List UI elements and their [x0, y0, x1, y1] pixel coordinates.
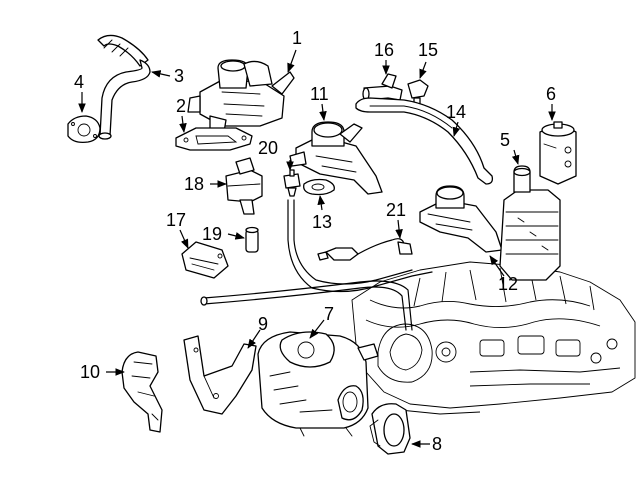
part-6-sensor-unit: [539, 121, 577, 185]
part-10-heat-shield: [121, 351, 163, 433]
part-15-check-valve: [407, 79, 429, 105]
part-14-air-pipe: [355, 97, 494, 185]
callout-14: 14: [446, 102, 466, 122]
callout-19: 19: [202, 224, 222, 244]
part-8-adapter: [369, 403, 411, 455]
callout-7: 7: [324, 304, 334, 324]
callout-20: 20: [258, 138, 278, 158]
part-7-air-pump: [257, 331, 379, 437]
part-21-oxygen-sensor: [317, 238, 413, 261]
callout-10: 10: [80, 362, 100, 382]
leader-lines: [78, 49, 556, 448]
callout-11: 11: [310, 84, 329, 104]
callout-6: 6: [546, 84, 556, 104]
part-9-bracket: [183, 335, 257, 415]
part-13-gasket: [303, 178, 335, 196]
callout-8: 8: [432, 434, 442, 454]
part-16-tube-connector: [362, 73, 403, 101]
part-17-bracket: [181, 241, 229, 279]
part-3-air-hose: [97, 34, 151, 140]
part-4-flange-gasket: [67, 115, 101, 144]
part-12-air-valve: [419, 185, 503, 253]
part-11-secondary-air-valve: [289, 121, 383, 195]
callout-2: 2: [176, 96, 186, 116]
callout-13: 13: [312, 212, 332, 232]
part-1-air-valve: [187, 59, 295, 133]
callout-15: 15: [418, 40, 438, 60]
vacuum-hoses: [200, 199, 433, 331]
part-20-vacuum-connector: [283, 169, 301, 197]
callout-labels: 1 2 3 4 5 6 7 8 9 10 11 12 13 14 15 16 1…: [74, 28, 556, 454]
callout-18: 18: [184, 174, 204, 194]
callout-3: 3: [174, 66, 184, 86]
part-19-sensor: [245, 226, 259, 253]
callout-1: 1: [292, 28, 302, 48]
engine-intake-manifold: [351, 261, 636, 415]
callout-17: 17: [166, 210, 186, 230]
part-2-gasket: [175, 127, 253, 151]
callout-5: 5: [500, 130, 510, 150]
callout-9: 9: [258, 314, 268, 334]
callout-4: 4: [74, 72, 84, 92]
callout-21: 21: [386, 200, 406, 220]
callout-16: 16: [374, 40, 394, 60]
part-5-canister: [499, 165, 561, 281]
part-18-solenoid: [225, 157, 263, 215]
callout-12: 12: [498, 274, 518, 294]
